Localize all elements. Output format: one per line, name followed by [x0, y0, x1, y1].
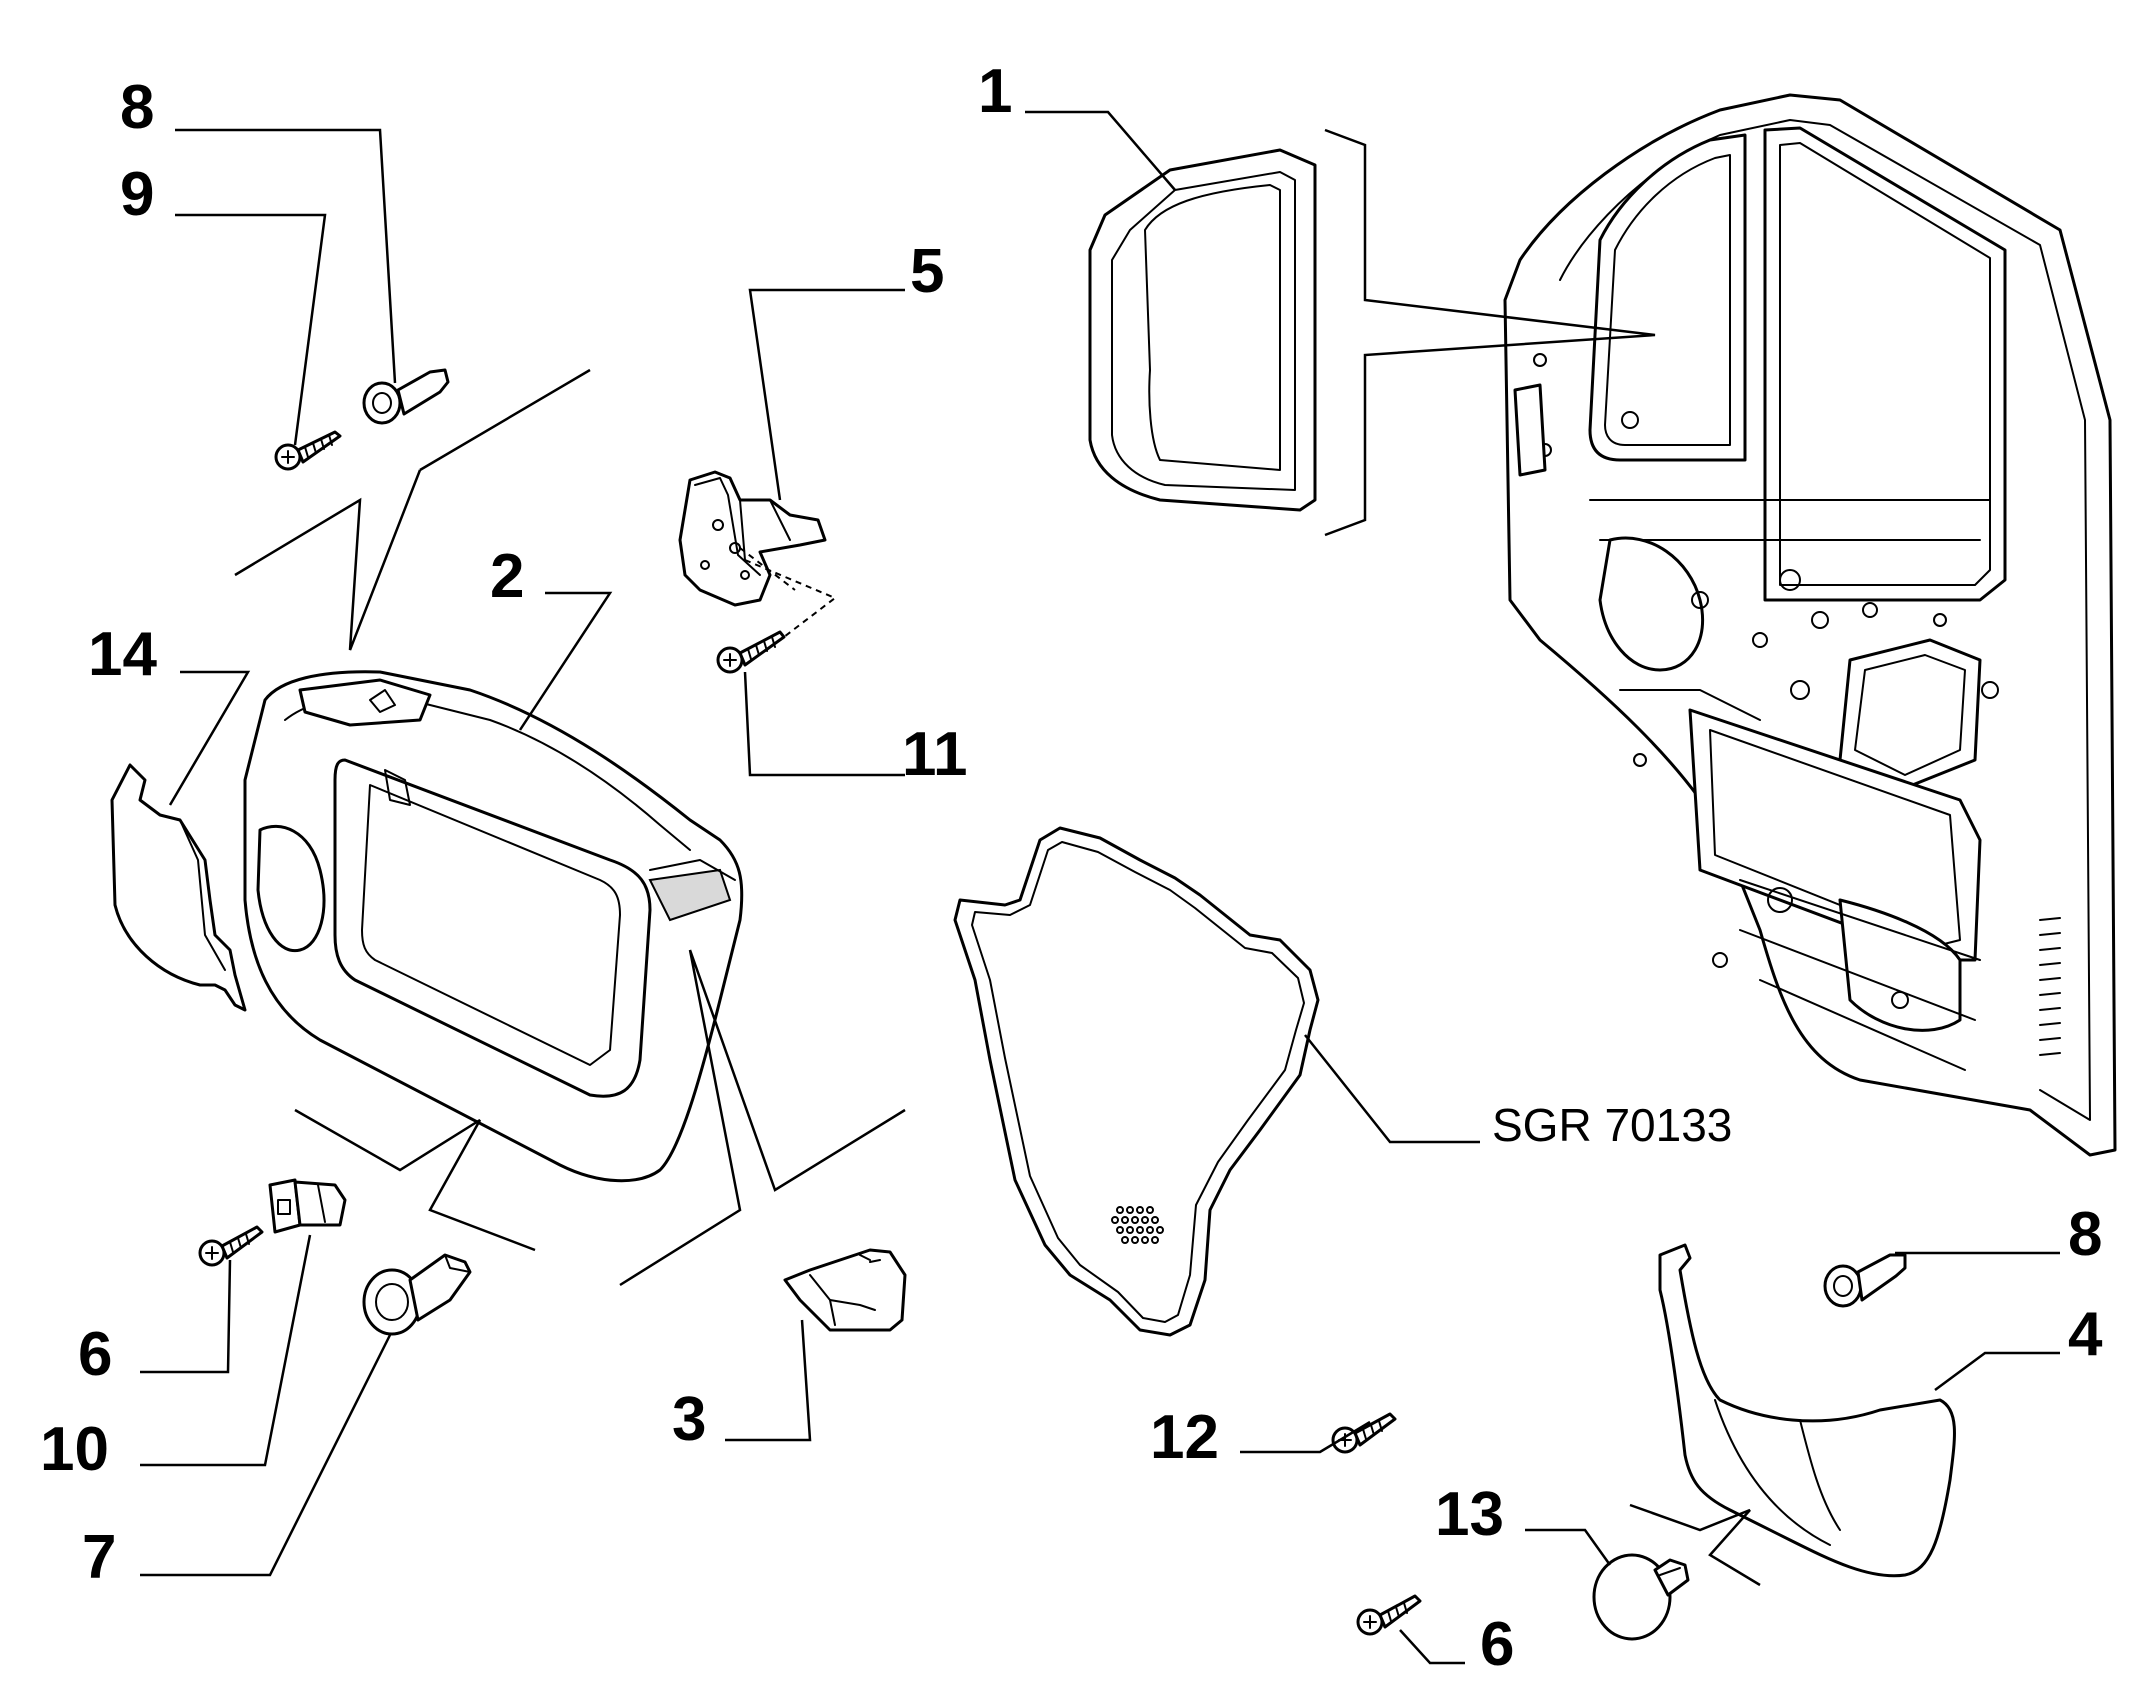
callout-4: 4: [2068, 1300, 2103, 1369]
part-14-end-cap: [110, 763, 247, 1012]
callout-10: 10: [40, 1415, 109, 1484]
assembly-bracket-4: [1629, 1503, 1761, 1587]
callout-11: 11: [902, 720, 968, 789]
callout-13: 13: [1435, 1480, 1504, 1549]
callout-7: 7: [82, 1523, 116, 1592]
assembly-bracket-2: [234, 368, 906, 1287]
door-frame: [1503, 93, 2117, 1157]
leader-1: [1025, 110, 1176, 191]
callout-8-top: 8: [120, 73, 154, 142]
leader-10: [140, 1234, 312, 1467]
reference-code: SGR 70133: [1492, 1099, 1732, 1151]
callout-1: 1: [978, 57, 1012, 126]
assembly-bracket-1: [1324, 128, 1656, 537]
door-vent-grille: [2039, 917, 2061, 1056]
part-4-lower-trim: [1658, 1243, 1956, 1578]
part-7-push-clip: [362, 1253, 472, 1336]
callout-5: 5: [910, 237, 944, 306]
leader-5: [748, 288, 905, 501]
part-6-screw-left: [198, 1225, 264, 1267]
leader-lines: [140, 110, 2060, 1665]
part-8-clip-top: [362, 368, 450, 425]
callout-8-right: 8: [2068, 1200, 2102, 1269]
callout-14: 14: [88, 620, 157, 689]
leader-14: [168, 670, 251, 806]
sgr-70133-panel-seal: [953, 826, 1320, 1337]
part-1-window-trim: [1088, 148, 1317, 512]
leader-9: [175, 213, 327, 446]
callout-2: 2: [490, 542, 524, 611]
leader-6-right: [1399, 1629, 1465, 1665]
leader-sgr: [1304, 1034, 1480, 1144]
leader-2: [518, 591, 613, 731]
part-8-clip-right: [1823, 1253, 1907, 1308]
part-10-nut-clip: [268, 1178, 347, 1234]
leader-12: [1240, 1420, 1371, 1454]
part-11-screw: [716, 630, 786, 674]
part-3-clip: [783, 1248, 907, 1332]
part-9-screw: [274, 430, 342, 471]
leader-4: [1934, 1351, 2060, 1392]
leader-11: [743, 671, 905, 777]
seal-vent-dots: [1111, 1206, 1164, 1244]
leader-6-left: [140, 1259, 232, 1374]
leader-13: [1525, 1528, 1612, 1566]
callout-9: 9: [120, 160, 154, 229]
leader-3: [725, 1319, 812, 1442]
callout-12: 12: [1150, 1403, 1219, 1472]
callout-3: 3: [672, 1385, 706, 1454]
callout-6-left: 6: [78, 1320, 112, 1389]
part-12-screw: [1331, 1412, 1397, 1454]
leader-8-top: [175, 128, 397, 384]
leader-7: [140, 1334, 392, 1577]
callout-6-right: 6: [1480, 1610, 1514, 1679]
part-6-screw-right: [1356, 1594, 1422, 1636]
part-13-push-button: [1592, 1553, 1690, 1641]
part-5-latch-bracket: [678, 470, 837, 641]
part-2-handle-surround: [243, 670, 744, 1183]
